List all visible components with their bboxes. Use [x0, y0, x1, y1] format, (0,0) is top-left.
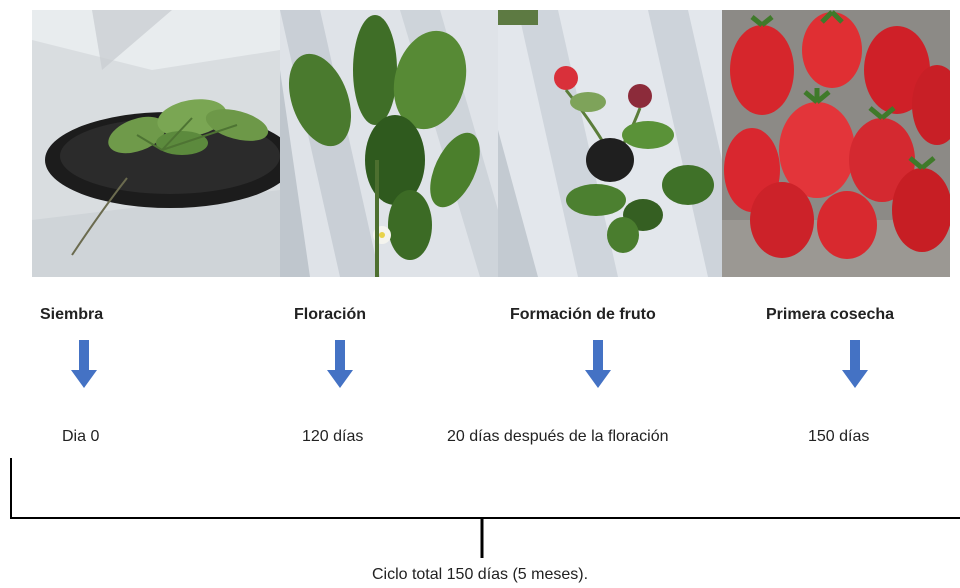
stage-label-floracion: Floración — [294, 306, 367, 323]
stage-label-siembra: Siembra — [40, 306, 104, 323]
stage-duration-primera-cosecha: 150 días — [808, 428, 870, 445]
harvested-strawberries-photo — [722, 10, 950, 277]
fruit-formation-photo — [498, 10, 722, 277]
arrow-down-icon — [327, 340, 353, 388]
arrow-down-icon — [71, 340, 97, 388]
strawberry-seedling-photo — [32, 10, 280, 277]
arrow-down-icon — [842, 340, 868, 388]
flowering-plant-photo — [280, 10, 498, 277]
stage-duration-siembra: Dia 0 — [62, 428, 100, 445]
total-cycle-bracket — [10, 458, 960, 558]
total-cycle-label: Ciclo total 150 días (5 meses). — [371, 566, 589, 583]
stage-duration-formacion-de-fruto: 20 días después de la floración — [447, 428, 669, 445]
stage-label-formacion-de-fruto: Formación de fruto — [510, 306, 656, 323]
stage-duration-floracion: 120 días — [302, 428, 364, 445]
arrow-down-icon — [585, 340, 611, 388]
stage-label-primera-cosecha: Primera cosecha — [766, 306, 895, 323]
